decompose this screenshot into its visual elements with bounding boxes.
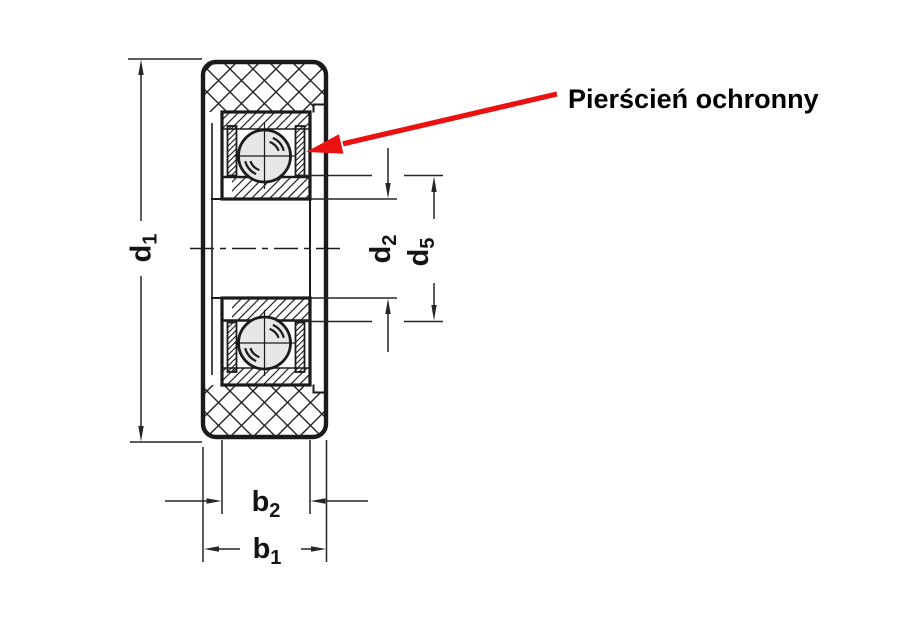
dim-b2: b2 [165, 440, 368, 522]
callout-arrow-shaft [342, 91, 558, 147]
d5-arrowhead-down [431, 305, 437, 321]
d1-arrowhead-up [138, 59, 144, 75]
bottom-groove-outline [312, 384, 324, 394]
b1-label: b1 [253, 533, 282, 569]
callout-arrow-head [306, 134, 344, 154]
top-left-seal-ring [226, 125, 238, 177]
bottom-bearing-box-outline [220, 296, 312, 387]
top-cap-crosshatch [203, 62, 326, 112]
dim-d5: d5 [300, 174, 443, 323]
callout: Pierścień ochronny [306, 84, 819, 154]
dim-b1: b1 [202, 440, 328, 569]
roller-body-outline [200, 59, 329, 440]
bottom-ball-shine-ne [269, 323, 285, 339]
d2-arrowhead-down [385, 183, 391, 199]
bottom-cap-crosshatch [203, 385, 326, 437]
top-right-seal-ring [294, 125, 306, 177]
bottom-right-seal-ring [294, 321, 306, 373]
b2-arrowhead-left [310, 498, 326, 504]
d1-arrowhead-down [138, 426, 144, 442]
d5-label: d5 [403, 238, 439, 267]
d2-label: d2 [365, 235, 401, 264]
dim-d2: d2 [311, 148, 401, 352]
d1-label: d1 [126, 234, 162, 263]
top-bearing [220, 110, 312, 201]
bottom-ball-shine-sw [244, 347, 260, 363]
bottom-ring-groove [313, 385, 326, 393]
top-bearing-box-outline [220, 110, 312, 201]
bottom-outer-ring-hatch [222, 368, 310, 385]
roller-body-hatch [203, 62, 326, 437]
top-groove-outline [312, 103, 324, 113]
top-inner-ring-hatch [232, 177, 310, 199]
top-ball-shine-sw [244, 160, 260, 176]
dim-d1: d1 [126, 58, 202, 443]
bottom-left-seal-ring [226, 321, 238, 373]
b1-arrowhead-left [204, 546, 219, 552]
b2-arrowhead-right [206, 498, 222, 504]
d5-arrowhead-up [431, 176, 437, 192]
callout-label: Pierścień ochronny [568, 84, 819, 114]
bottom-bearing [220, 296, 312, 387]
top-outer-ring-hatch [222, 112, 310, 129]
top-ball-shine-ne [269, 136, 285, 152]
top-ring-groove [313, 104, 326, 112]
bottom-inner-ring-hatch [232, 298, 310, 321]
b1-arrowhead-right [311, 546, 326, 552]
d2-arrowhead-up [385, 298, 391, 314]
b2-label: b2 [252, 486, 281, 522]
